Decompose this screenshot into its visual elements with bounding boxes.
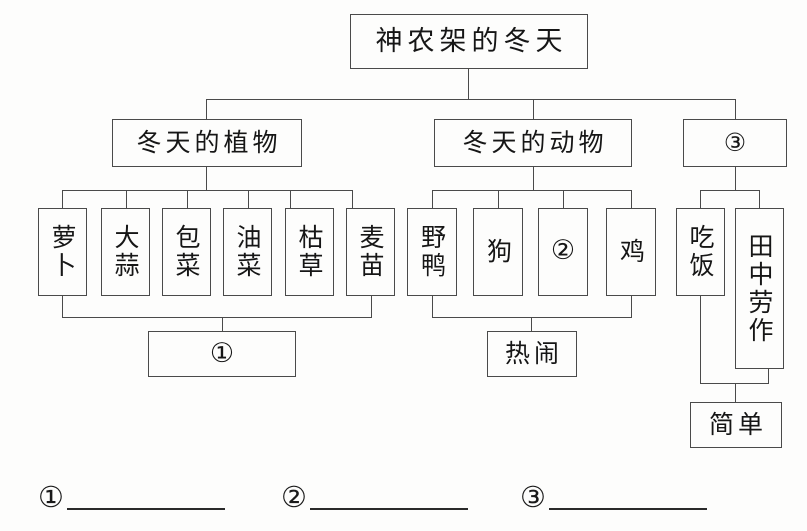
node-animal-item-label: 狗 xyxy=(483,238,513,266)
node-blank3-summary-label: 简单 xyxy=(708,410,767,440)
node-plant-item: 油菜 xyxy=(223,208,272,296)
node-plant-item: 大蒜 xyxy=(101,208,150,296)
connector-animals-summary-drop xyxy=(531,317,533,332)
node-animal-item-label: ② xyxy=(547,235,579,269)
connector-plants-summary-right xyxy=(371,296,373,318)
connector-animals-drop xyxy=(533,167,535,191)
connector-plants-child-drop-2 xyxy=(126,190,128,208)
node-plant-item-label: 包菜 xyxy=(172,224,201,280)
connector-plants-summary-drop xyxy=(222,317,224,332)
node-blank3-summary: 简单 xyxy=(690,402,782,448)
node-blank3-item: 田中劳作 xyxy=(735,208,784,369)
node-animals-label: 冬天的动物 xyxy=(462,128,608,158)
node-plants-label: 冬天的植物 xyxy=(136,128,282,158)
node-animal-item: 鸡 xyxy=(606,208,656,296)
answer-blank-3-rule[interactable] xyxy=(549,507,707,510)
node-plants: 冬天的植物 xyxy=(112,119,302,167)
connector-plants-summary-left xyxy=(62,296,64,318)
node-root-label: 神农架的冬天 xyxy=(375,25,568,57)
answer-blanks-row: ① ② ③ xyxy=(0,470,807,531)
connector-blank3-summary-right xyxy=(768,369,770,384)
node-blank3-item-label: 田中劳作 xyxy=(745,232,774,345)
connector-plants-child-drop-4 xyxy=(248,190,250,208)
answer-blank-2-rule[interactable] xyxy=(310,507,468,510)
node-blank3: ③ xyxy=(683,119,787,167)
connector-blank3-summary-bus xyxy=(700,383,769,385)
connector-plants-child-drop-6 xyxy=(352,190,354,208)
connector-level2-drop-animals xyxy=(533,99,535,119)
node-root: 神农架的冬天 xyxy=(350,14,588,69)
node-blank3-item-label: 吃饭 xyxy=(686,224,715,280)
connector-plants-child-drop-3 xyxy=(187,190,189,208)
connector-blank3-summary-drop xyxy=(735,383,737,403)
node-plant-item-label: 萝卜 xyxy=(48,224,77,280)
connector-level2-drop-blank3 xyxy=(735,99,737,119)
connector-animals-bus xyxy=(432,190,632,192)
node-plant-item: 包菜 xyxy=(162,208,211,296)
answer-blank-3-number: ③ xyxy=(520,480,546,514)
node-blank3-label: ③ xyxy=(723,128,751,158)
node-blank3-item: 吃饭 xyxy=(676,208,725,296)
answer-blank-3[interactable]: ③ xyxy=(520,474,707,514)
node-animal-item: 野鸭 xyxy=(407,208,457,296)
connector-plants-bus xyxy=(62,190,352,192)
node-animals-summary-label: 热闹 xyxy=(504,339,563,369)
node-animals: 冬天的动物 xyxy=(434,119,632,167)
connector-plants-drop xyxy=(206,167,208,191)
node-animal-item: ② xyxy=(538,208,588,296)
connector-plants-child-drop-5 xyxy=(290,190,292,208)
answer-blank-1-number: ① xyxy=(38,480,64,514)
answer-blank-1[interactable]: ① xyxy=(38,474,225,514)
node-plant-item-label: 油菜 xyxy=(233,224,262,280)
connector-animals-child-drop-2 xyxy=(498,190,500,208)
node-animal-item: 狗 xyxy=(473,208,523,296)
connector-blank3-child-drop-2 xyxy=(759,190,761,208)
connector-animals-child-drop-4 xyxy=(631,190,633,208)
node-plant-item: 萝卜 xyxy=(38,208,87,296)
node-plant-item: 枯草 xyxy=(285,208,334,296)
node-plant-item-label: 大蒜 xyxy=(111,224,140,280)
connector-blank3-bus xyxy=(700,190,760,192)
connector-level2-drop-plants xyxy=(206,99,208,119)
connector-animals-child-drop-1 xyxy=(432,190,434,208)
connector-animals-summary-right xyxy=(631,296,633,318)
connector-plants-child-drop-1 xyxy=(62,190,64,208)
connector-plants-summary-bus xyxy=(62,317,372,319)
answer-blank-1-rule[interactable] xyxy=(67,507,225,510)
connector-animals-summary-left xyxy=(432,296,434,318)
connector-root-drop xyxy=(468,69,470,100)
node-plant-item: 麦苗 xyxy=(346,208,395,296)
node-plants-summary-label: ① xyxy=(209,338,240,370)
node-plant-item-label: 麦苗 xyxy=(356,224,385,280)
node-animals-summary: 热闹 xyxy=(487,331,577,377)
connector-animals-child-drop-3 xyxy=(563,190,565,208)
node-animal-item-label: 野鸭 xyxy=(417,224,447,280)
answer-blank-2-number: ② xyxy=(281,480,307,514)
connector-blank3-summary-left xyxy=(700,296,702,384)
node-plants-summary: ① xyxy=(148,331,296,377)
node-plant-item-label: 枯草 xyxy=(295,224,324,280)
answer-blank-2[interactable]: ② xyxy=(281,474,468,514)
connector-level2-bus xyxy=(206,99,735,101)
node-animal-item-label: 鸡 xyxy=(616,238,646,266)
connector-blank3-child-drop-1 xyxy=(700,190,702,208)
connector-blank3-drop xyxy=(735,167,737,191)
